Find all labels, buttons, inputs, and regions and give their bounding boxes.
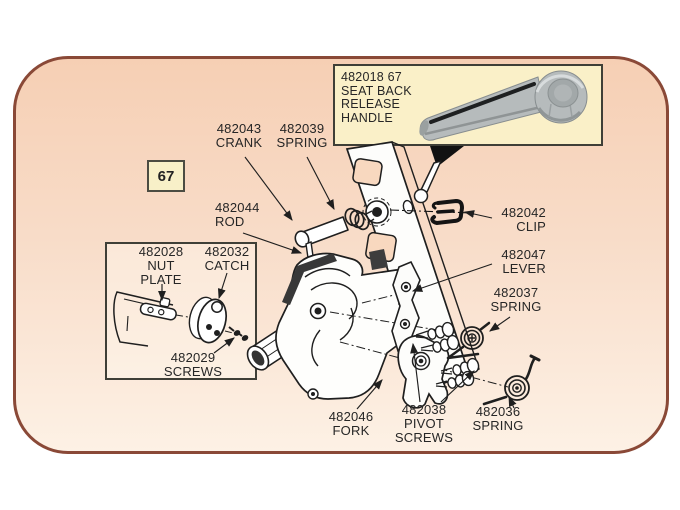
inset-caption-line: SEAT BACK [341,83,412,98]
part-number: 482047 [501,247,546,262]
part-name: CATCH [204,258,250,273]
callout-fork: 482046 FORK [317,410,385,438]
inset-caption-line: RELEASE [341,97,401,111]
callout-catch: 482032 CATCH [193,245,261,273]
figure-number: 67 [157,167,175,185]
part-number: 482043 [216,121,262,136]
part-number: 482029 [170,350,216,365]
part-number: 482044 [215,200,260,215]
callout-crank: 482043 CRANK [204,122,274,150]
part-name: LEVER [502,261,546,276]
callout-spring-upper: 482039 SPRING [267,122,337,150]
part-name: SCREWS [163,364,223,379]
callout-pivot-screws: 482038 PIVOT SCREWS [390,403,458,445]
part-number: 482032 [204,244,250,259]
part-number: 482036 [475,404,521,419]
part-number: 482028 [138,244,184,259]
part-name: FORK [332,423,370,438]
part-name: PIVOT SCREWS [394,416,454,445]
callout-screws: 482029 SCREWS [159,351,227,379]
callout-spring-lower: 482036 SPRING [464,405,532,433]
callout-clip: 482042 CLIP [484,206,546,234]
part-name: CLIP [516,219,546,234]
inset-caption-line: 482018 67 [341,70,402,84]
part-number: 482046 [328,409,374,424]
figure-number-box: 67 [147,160,185,192]
callout-lever: 482047 LEVER [484,248,546,276]
callout-nut-plate: 482028 NUT PLATE [127,245,195,287]
part-number: 482039 [279,121,325,136]
callout-spring-right: 482037 SPRING [482,286,550,314]
part-number: 482037 [493,285,539,300]
part-name: NUT PLATE [140,258,182,287]
part-number: 482042 [501,205,546,220]
part-name: SPRING [490,299,542,314]
part-number: 482038 [401,402,447,417]
part-name: SPRING [276,135,328,150]
inset-caption-line: HANDLE [341,110,393,125]
callout-rod: 482044 ROD [215,201,279,229]
handle-inset-caption: 482018 67 SEAT BACK RELEASE HANDLE [341,70,453,125]
part-name: CRANK [215,135,263,150]
part-name: ROD [215,214,245,229]
part-name: SPRING [472,418,524,433]
